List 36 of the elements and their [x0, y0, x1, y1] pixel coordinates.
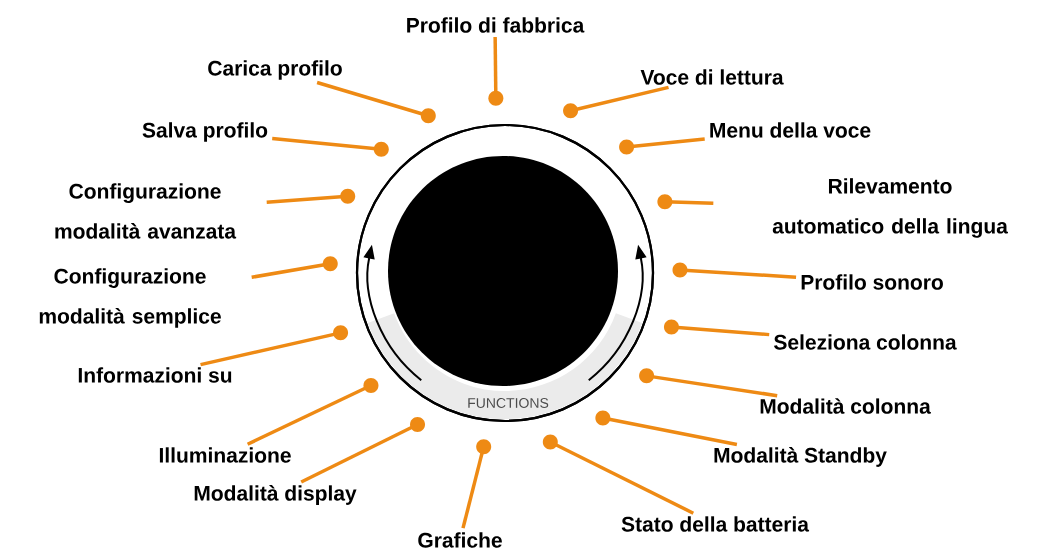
leader-line	[639, 368, 778, 398]
leader-line	[461, 439, 492, 529]
leader-line	[251, 256, 338, 279]
function-label: Modalità colonna	[760, 398, 931, 414]
function-label: Rilevamento automatico della lingua	[772, 178, 1008, 238]
leader-line	[563, 85, 669, 119]
leader-line	[542, 434, 695, 515]
leader-line	[488, 36, 504, 106]
function-label: Seleziona colonna	[774, 334, 957, 350]
leader-line	[300, 417, 425, 484]
leader-line	[272, 136, 389, 157]
function-label: Menu della voce	[710, 122, 871, 138]
leader-line	[200, 325, 349, 367]
leader-line	[672, 262, 797, 279]
leader-line	[657, 194, 714, 210]
leader-line	[595, 410, 738, 447]
function-label: Illuminazione	[159, 447, 291, 463]
function-label: Salva profilo	[142, 122, 268, 142]
function-label: Configurazione modalità avanzata	[55, 183, 237, 239]
function-label: Stato della batteria	[621, 516, 810, 532]
function-label: Configurazione modalità semplice	[39, 268, 221, 328]
leader-line	[316, 80, 436, 124]
function-label: Voce di lettura	[640, 69, 784, 85]
leader-line	[619, 137, 705, 155]
function-label: Profilo di fabbrica	[407, 17, 585, 33]
leader-line	[246, 378, 379, 446]
leader-line	[663, 319, 770, 337]
dial-drawing	[355, 123, 655, 423]
function-label: Modalità Standby	[714, 447, 887, 467]
function-label: Modalità display	[194, 485, 357, 505]
dial-label: FUNCTIONS	[468, 398, 549, 408]
function-label: Informazioni su	[78, 367, 232, 383]
function-label: Grafiche	[418, 532, 502, 548]
function-label: Carica profilo	[208, 60, 342, 80]
function-label: Profilo sonoro	[801, 274, 943, 290]
leader-line	[266, 188, 356, 204]
